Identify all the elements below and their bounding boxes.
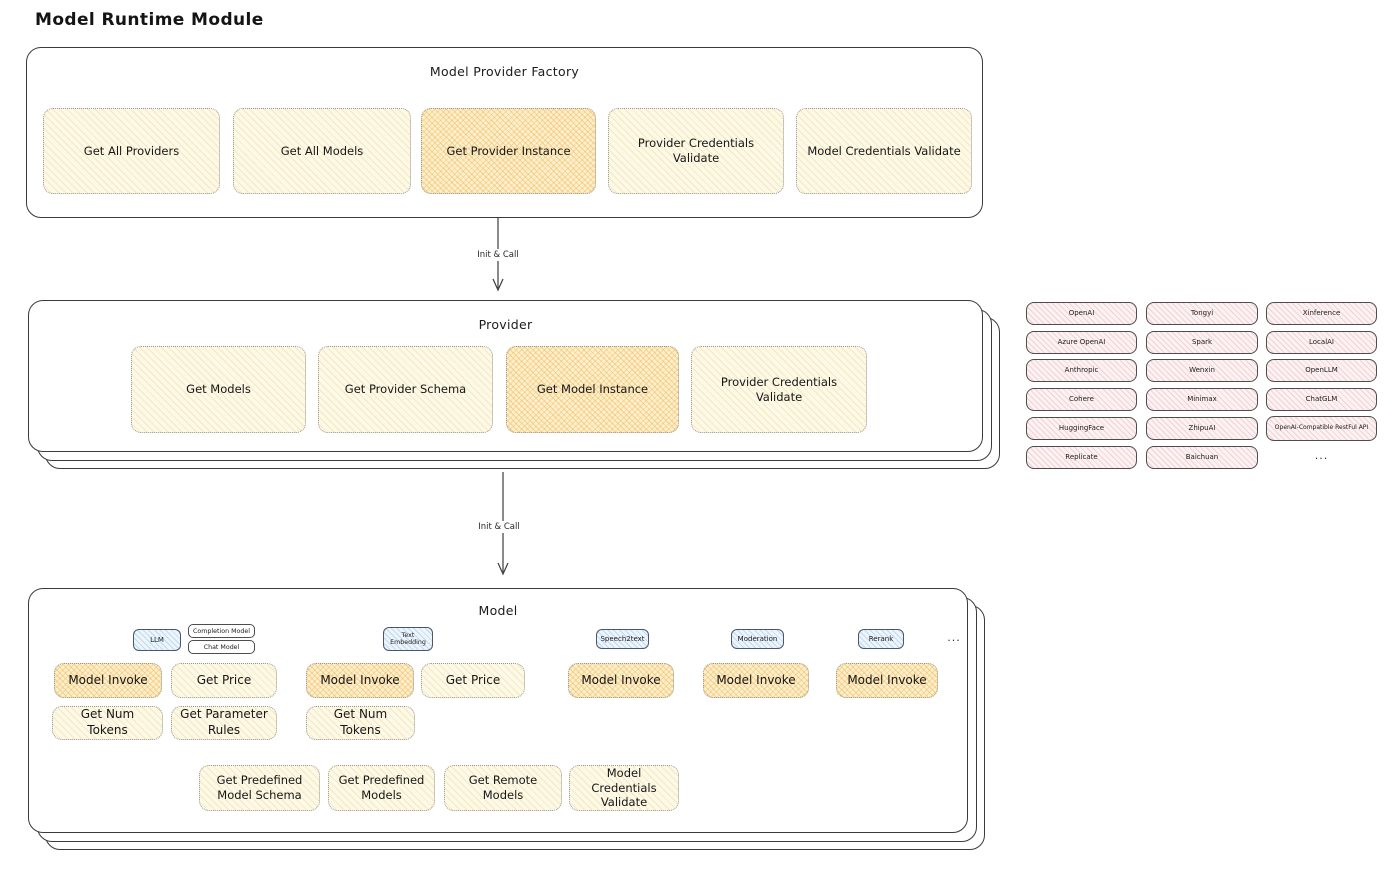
provider-pill-baichuan: Baichuan bbox=[1146, 446, 1258, 469]
model-type-pill-text-embedding: Text Embedding bbox=[383, 627, 433, 651]
model-type-pill-llm: LLM bbox=[133, 629, 181, 651]
provider-pill-spark: Spark bbox=[1146, 331, 1258, 354]
provider-button-get-models: Get Models bbox=[131, 346, 306, 433]
factory-title: Model Provider Factory bbox=[429, 64, 580, 79]
model-box: Model LLM Completion Model Chat Model Te… bbox=[28, 588, 968, 833]
provider-button-get-model-instance: Get Model Instance bbox=[506, 346, 679, 433]
arrow-label-init-call-1: Init & Call bbox=[460, 249, 536, 261]
provider-pill-openllm: OpenLLM bbox=[1266, 359, 1377, 382]
provider-pill-anthropic: Anthropic bbox=[1026, 359, 1137, 382]
provider-button-get-provider-schema: Get Provider Schema bbox=[318, 346, 493, 433]
provider-pill-azure-openai: Azure OpenAI bbox=[1026, 331, 1137, 354]
model-op-llm-get-price: Get Price bbox=[171, 663, 277, 698]
model-op-get-remote-models: Get Remote Models bbox=[444, 765, 562, 811]
provider-pill-cohere: Cohere bbox=[1026, 388, 1137, 411]
provider-pill-xinference: Xinference bbox=[1266, 302, 1377, 325]
model-op-llm-model-invoke: Model Invoke bbox=[54, 663, 162, 698]
provider-pill-localai: LocalAI bbox=[1266, 331, 1377, 354]
provider-pill-wenxin: Wenxin bbox=[1146, 359, 1258, 382]
factory-box: Model Provider Factory Get All Providers… bbox=[26, 47, 983, 218]
model-type-pill-moderation: Moderation bbox=[731, 629, 784, 649]
provider-pill-more: ... bbox=[1314, 449, 1329, 462]
model-tag-completion-model: Completion Model bbox=[188, 624, 255, 638]
model-op-te-model-invoke: Model Invoke bbox=[306, 663, 414, 698]
arrow-label-init-call-2: Init & Call bbox=[461, 521, 537, 533]
provider-pill-chatglm: ChatGLM bbox=[1266, 388, 1377, 411]
model-title: Model bbox=[478, 603, 518, 618]
factory-button-provider-credentials-validate: Provider Credentials Validate bbox=[608, 108, 784, 194]
provider-pill-openai-compatible: OpenAI-Compatible RestFul API bbox=[1266, 416, 1377, 441]
model-tag-chat-model: Chat Model bbox=[188, 640, 255, 654]
model-type-more: ... bbox=[947, 631, 961, 644]
model-op-llm-get-num-tokens: Get Num Tokens bbox=[52, 706, 163, 740]
factory-button-get-all-models: Get All Models bbox=[233, 108, 411, 194]
model-op-model-credentials-validate: Model Credentials Validate bbox=[569, 765, 679, 811]
provider-pill-zhipuai: ZhipuAI bbox=[1146, 417, 1258, 440]
provider-pill-minimax: Minimax bbox=[1146, 388, 1258, 411]
provider-title: Provider bbox=[478, 317, 533, 332]
model-op-te-get-num-tokens: Get Num Tokens bbox=[306, 706, 415, 740]
page-title: Model Runtime Module bbox=[35, 10, 264, 30]
model-op-get-predefined-model-schema: Get Predefined Model Schema bbox=[199, 765, 320, 811]
factory-button-model-credentials-validate: Model Credentials Validate bbox=[796, 108, 972, 194]
factory-button-get-provider-instance: Get Provider Instance bbox=[421, 108, 596, 194]
model-op-llm-get-parameter-rules: Get Parameter Rules bbox=[171, 706, 277, 740]
provider-pill-openai: OpenAI bbox=[1026, 302, 1137, 325]
model-op-te-get-price: Get Price bbox=[421, 663, 525, 698]
model-type-pill-speech2text: Speech2text bbox=[596, 629, 649, 649]
model-op-s2t-model-invoke: Model Invoke bbox=[568, 663, 674, 698]
model-op-rerank-model-invoke: Model Invoke bbox=[836, 663, 938, 698]
provider-button-provider-credentials-validate: Provider Credentials Validate bbox=[691, 346, 867, 433]
model-op-moderation-model-invoke: Model Invoke bbox=[703, 663, 809, 698]
provider-box: Provider Get Models Get Provider Schema … bbox=[28, 300, 983, 452]
provider-pill-replicate: Replicate bbox=[1026, 446, 1137, 469]
model-type-pill-rerank: Rerank bbox=[858, 629, 904, 649]
factory-button-get-all-providers: Get All Providers bbox=[43, 108, 220, 194]
provider-pill-huggingface: HuggingFace bbox=[1026, 417, 1137, 440]
provider-pill-tongyi: Tongyi bbox=[1146, 302, 1258, 325]
model-op-get-predefined-models: Get Predefined Models bbox=[328, 765, 435, 811]
